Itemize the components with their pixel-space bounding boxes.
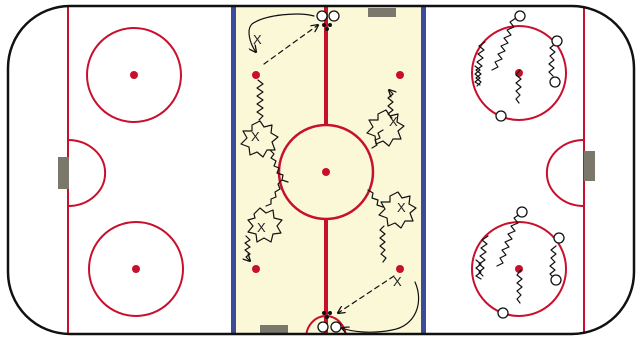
x-mark-star-left-top: X: [251, 129, 260, 144]
x-mark-star-right-bottom: X: [397, 200, 406, 215]
puck-bottom-1: [322, 311, 326, 315]
x-mark-bottom-right: X: [393, 274, 402, 289]
player-circle-rz-bot-1: [517, 207, 527, 217]
left-goal: [58, 157, 69, 189]
puck-top-2: [328, 23, 332, 27]
player-circle-rz-top-1: [515, 11, 525, 21]
player-circle-rz-top-3: [550, 77, 560, 87]
puck-bottom-2: [328, 311, 332, 315]
left-blue-line: [231, 6, 236, 336]
bench-bottom: [260, 325, 288, 334]
faceoff-dot-left-bottom: [132, 265, 140, 273]
x-mark-star-left-bottom: X: [257, 220, 266, 235]
right-goal: [584, 151, 595, 181]
player-circle-rz-bot-3: [551, 275, 561, 285]
bench-top: [368, 8, 396, 17]
puck-top-3: [325, 27, 329, 31]
player-circle-top-2: [329, 11, 339, 21]
nz-dot-right-bottom: [396, 265, 404, 273]
nz-dot-left-bottom: [252, 265, 260, 273]
player-circle-rz-top-2: [552, 36, 562, 46]
puck-top-1: [322, 23, 326, 27]
player-circle-top-1: [317, 11, 327, 21]
player-circle-bottom-1: [318, 322, 328, 332]
faceoff-dot-left-top: [130, 71, 138, 79]
x-mark-top-left: X: [253, 32, 262, 47]
nz-dot-left-top: [252, 71, 260, 79]
nz-dot-right-top: [396, 71, 404, 79]
right-blue-line: [421, 6, 426, 336]
player-circle-rz-bot-2: [554, 233, 564, 243]
center-faceoff-dot: [322, 168, 330, 176]
player-circle-rz-bot-4: [498, 308, 508, 318]
player-circle-bottom-2: [331, 322, 341, 332]
player-circle-rz-top-4: [496, 111, 506, 121]
x-mark-star-right-top: X: [389, 114, 398, 129]
puck-bottom-3: [325, 315, 329, 319]
